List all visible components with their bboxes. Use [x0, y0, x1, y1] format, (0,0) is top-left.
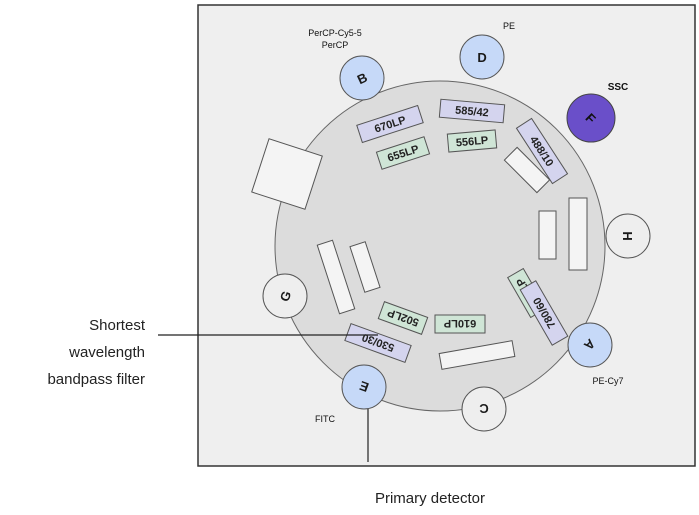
filter-530-30: 530/30: [344, 322, 412, 364]
label-b-line1: PerCP-Cy5-5: [308, 28, 362, 38]
detector-g: G: [262, 273, 308, 319]
filter-610lp: 610LP: [434, 314, 486, 334]
svg-text:610LP: 610LP: [444, 317, 476, 329]
callout-shortest-line2: wavelength: [68, 344, 145, 361]
detector-c: C: [461, 386, 507, 432]
filter-585-42: 585/42: [438, 98, 506, 124]
filter-670lp: 670LP: [356, 104, 424, 144]
svg-text:C: C: [479, 401, 489, 416]
filter-655lp: 655LP: [375, 136, 431, 170]
empty-mirror-slot-g2: [349, 241, 381, 293]
filter-556lp: 556LP: [446, 129, 498, 153]
svg-text:D: D: [477, 50, 486, 65]
empty-mirror-slot-c: [438, 340, 516, 370]
detector-b: B: [339, 55, 385, 101]
label-e: FITC: [315, 414, 335, 424]
label-b-line2: PerCP: [322, 40, 349, 50]
detector-d: D: [459, 34, 505, 80]
callout-shortest-line3: bandpass filter: [47, 371, 145, 388]
svg-text:H: H: [620, 231, 635, 240]
detector-h: H: [605, 213, 651, 259]
callout-shortest-line1: Shortest: [89, 317, 146, 334]
detector-f: F: [566, 93, 616, 143]
empty-mirror-slot-f: [503, 146, 551, 194]
svg-text:585/42: 585/42: [455, 105, 490, 120]
detector-a: A: [567, 322, 613, 368]
filter-502lp: 502LP: [377, 301, 429, 335]
svg-text:G: G: [277, 289, 295, 304]
detector-e: E: [341, 364, 387, 410]
label-d: PE: [503, 21, 515, 31]
empty-mirror-slot-h1: [538, 210, 557, 260]
callout-primary-detector: Primary detector: [375, 490, 485, 507]
empty-mirror-slot-g1: [316, 239, 356, 315]
label-a: PE-Cy7: [592, 376, 623, 386]
label-f: SSC: [608, 82, 629, 93]
svg-text:556LP: 556LP: [455, 135, 488, 150]
empty-mirror-slot-h2: [568, 197, 588, 271]
empty-slot-block: [251, 138, 323, 210]
